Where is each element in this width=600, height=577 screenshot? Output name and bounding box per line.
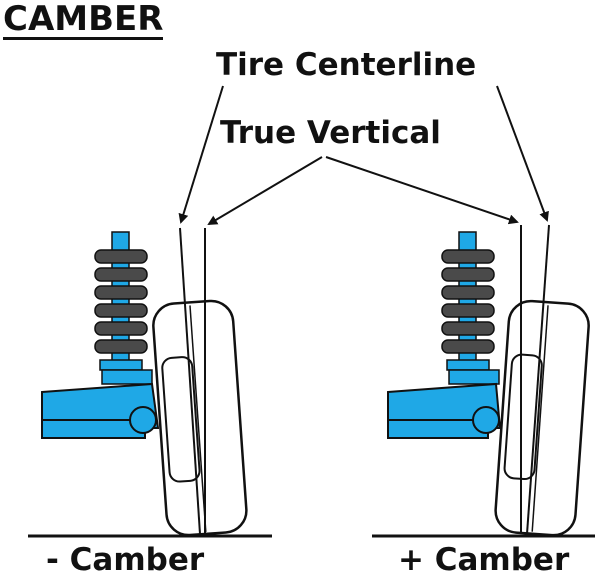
- tire-centerline-label: Tire Centerline: [216, 47, 477, 83]
- true-vertical-label: True Vertical: [220, 115, 441, 151]
- arrow-vertical-right: [325, 156, 519, 225]
- positive-camber-assembly: [387, 231, 590, 537]
- ball-joint-left: [129, 406, 157, 434]
- coil-spring-right: [441, 249, 495, 354]
- positive-camber-label: + Camber: [398, 542, 570, 577]
- diagram-title: CAMBER: [3, 0, 164, 40]
- tire-left: [152, 299, 248, 537]
- control-arm-left: [41, 382, 160, 429]
- arrow-centerline-left: [178, 85, 224, 224]
- arrow-centerline-right: [496, 85, 549, 222]
- tire-centerline-left: [179, 227, 201, 535]
- tire-centerline-right: [526, 224, 550, 535]
- negative-camber-label: - Camber: [46, 542, 205, 577]
- arrow-vertical-left: [207, 156, 323, 226]
- negative-camber-assembly: [41, 231, 248, 537]
- ball-joint-right: [472, 406, 500, 434]
- control-arm-right: [387, 382, 502, 429]
- coil-spring-left: [94, 249, 148, 354]
